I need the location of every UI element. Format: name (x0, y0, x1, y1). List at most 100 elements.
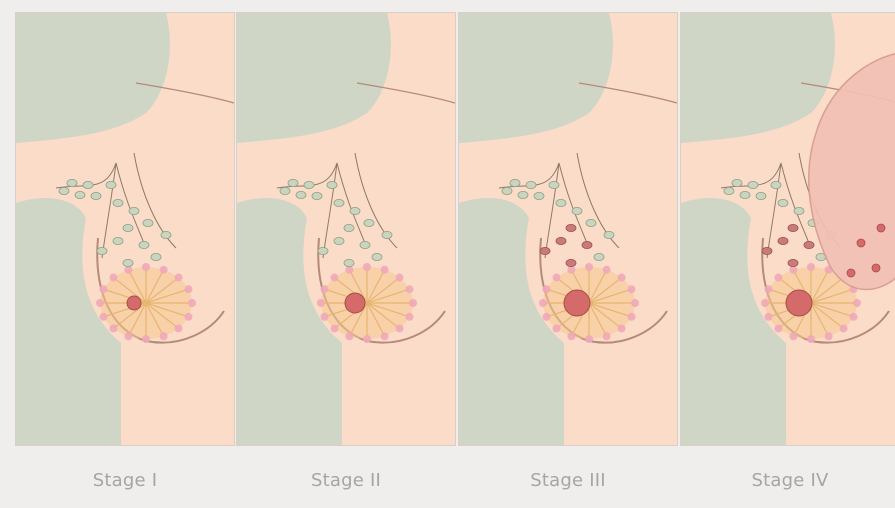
affected-lymph-node (556, 237, 566, 244)
lymph-node (123, 259, 133, 266)
affected-lymph-node (582, 241, 592, 248)
affected-lymph-node (804, 241, 814, 248)
stage-2-panel (237, 13, 455, 445)
lymph-node (113, 199, 123, 206)
lobule (567, 332, 575, 340)
lobule (603, 332, 611, 340)
lobule (142, 335, 150, 343)
lymph-node (67, 179, 77, 186)
lymph-node (360, 241, 370, 248)
tumor (127, 296, 141, 310)
lymph-node (526, 181, 536, 188)
lymph-node (83, 181, 93, 188)
lymph-node (549, 181, 559, 188)
stage-3-label: Stage III (459, 470, 677, 491)
lobule (175, 274, 183, 282)
lobule (405, 313, 413, 321)
lobule (761, 299, 769, 307)
lymph-node (327, 181, 337, 188)
lobule (405, 285, 413, 293)
lobule (603, 266, 611, 274)
lymph-node (312, 192, 322, 199)
lobule (618, 274, 626, 282)
lymph-node (151, 253, 161, 260)
lobule (552, 274, 560, 282)
stage-1-panel (16, 13, 234, 445)
lobule (618, 324, 626, 332)
lymph-node (748, 181, 758, 188)
lobule (381, 332, 389, 340)
lobule (330, 274, 338, 282)
lymph-node (594, 253, 604, 260)
tumor (564, 290, 590, 316)
lobule (552, 324, 560, 332)
lobule (160, 332, 168, 340)
lymph-node (143, 219, 153, 226)
lobule (840, 324, 848, 332)
affected-lymph-node (788, 224, 798, 231)
lymph-node (59, 187, 69, 194)
lobule (585, 263, 593, 271)
lobule (825, 332, 833, 340)
shoulder-shadow (16, 13, 170, 143)
lobule (96, 299, 104, 307)
lymph-node (364, 219, 374, 226)
lymph-node (604, 231, 614, 238)
lymph-node (280, 187, 290, 194)
lymph-node (75, 191, 85, 198)
lobule (160, 266, 168, 274)
affected-lymph-node (788, 259, 798, 266)
lymph-node (502, 187, 512, 194)
lymph-node (91, 192, 101, 199)
metastatic-spot (872, 264, 880, 272)
lobule (765, 313, 773, 321)
lymph-node (123, 224, 133, 231)
stage-4-panel (681, 13, 895, 445)
lobule (765, 285, 773, 293)
stage-3-panel (459, 13, 677, 445)
lymph-node (296, 191, 306, 198)
lobule (409, 299, 417, 307)
lobule (807, 263, 815, 271)
stage-1-illustration (16, 13, 234, 445)
lymph-node (372, 253, 382, 260)
lobule (807, 335, 815, 343)
lobule (142, 263, 150, 271)
lymph-node (732, 179, 742, 186)
lymph-node (756, 192, 766, 199)
lymph-node (586, 219, 596, 226)
lobule (363, 263, 371, 271)
affected-lymph-node (540, 247, 550, 254)
lymph-node (534, 192, 544, 199)
lobule (363, 335, 371, 343)
lobule (396, 274, 404, 282)
lymph-node (97, 247, 107, 254)
lymph-node (106, 181, 116, 188)
lobule (543, 313, 551, 321)
lobule (396, 324, 404, 332)
lobule (627, 285, 635, 293)
metastatic-spot (877, 224, 885, 232)
affected-lymph-node (566, 259, 576, 266)
lobule (381, 266, 389, 274)
lymph-node (382, 231, 392, 238)
lymph-node (572, 207, 582, 214)
lymph-node (350, 207, 360, 214)
lobule (188, 299, 196, 307)
lobule (789, 332, 797, 340)
lobule (124, 332, 132, 340)
lobule (543, 285, 551, 293)
lymph-node (778, 199, 788, 206)
shoulder-shadow (237, 13, 391, 143)
lymph-node (334, 199, 344, 206)
lobule (109, 324, 117, 332)
lymph-node (113, 237, 123, 244)
lymph-node (288, 179, 298, 186)
lobule (321, 313, 329, 321)
lobule (345, 332, 353, 340)
lymph-node (724, 187, 734, 194)
lymph-node (771, 181, 781, 188)
tumor (345, 293, 365, 313)
lobule (100, 313, 108, 321)
affected-lymph-node (778, 237, 788, 244)
